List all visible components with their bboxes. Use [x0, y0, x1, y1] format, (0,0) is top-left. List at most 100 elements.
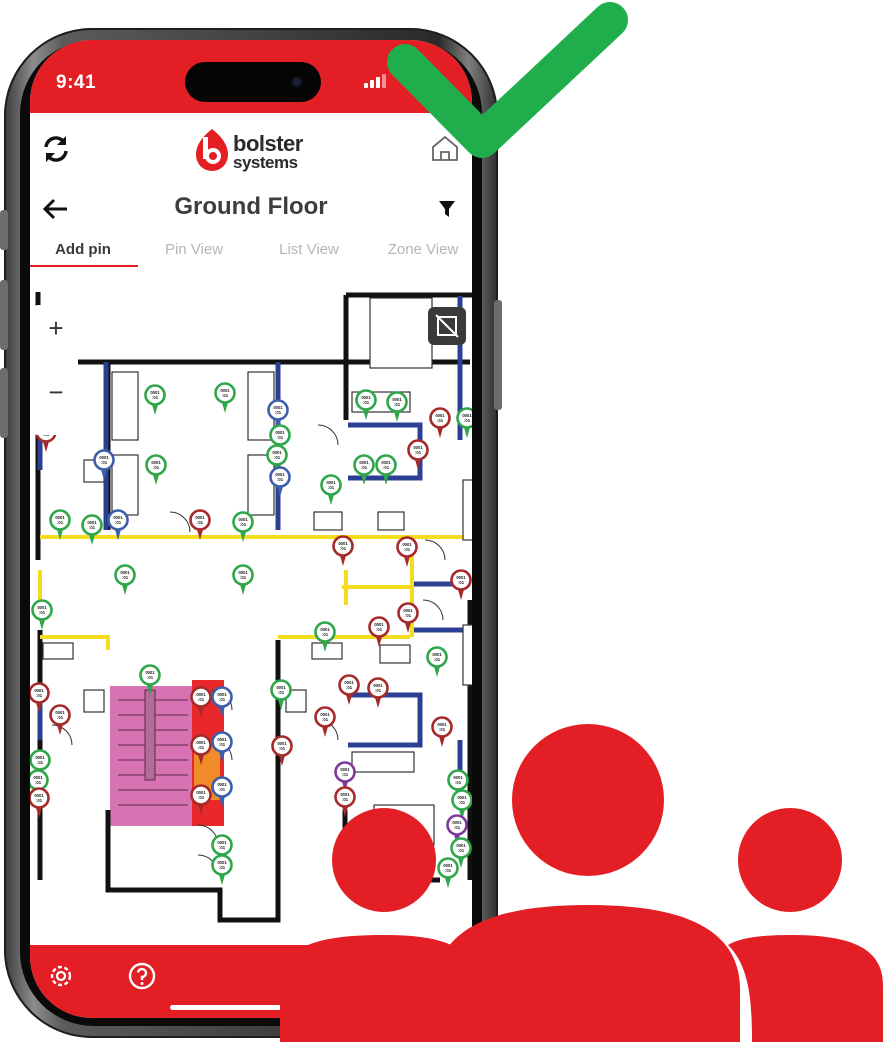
map-pin[interactable]: 0001:01 — [145, 454, 167, 486]
volume-up-button — [0, 280, 8, 350]
map-pin[interactable]: 0001:01 — [450, 569, 472, 601]
app-header: bolster systems — [30, 113, 472, 185]
zoom-out-button[interactable]: − — [48, 377, 64, 407]
sync-icon[interactable] — [40, 133, 72, 165]
tab-list-view[interactable]: List View — [279, 241, 339, 258]
map-pin-label: 0001:01 — [238, 517, 248, 527]
map-pin[interactable]: 0001:01 — [338, 674, 360, 706]
map-pin[interactable]: 0001:01 — [355, 389, 377, 421]
map-pin[interactable]: 0001:01 — [397, 602, 419, 634]
map-pin[interactable]: 0001:01 — [332, 535, 354, 567]
map-pin[interactable]: 0001:01 — [31, 599, 53, 631]
map-pin[interactable]: 0001:01 — [367, 677, 389, 709]
map-pin[interactable]: 0001:01 — [211, 854, 233, 886]
map-pin[interactable]: 0001:01 — [30, 682, 50, 714]
map-pin-label: 0001:01 — [217, 737, 227, 747]
map-pin[interactable]: 0001:01 — [190, 686, 212, 718]
map-pin-label: 0001:01 — [359, 460, 369, 470]
map-pin[interactable]: 0001:01 — [49, 704, 71, 736]
map-pin-label: 0001:01 — [457, 795, 467, 805]
map-pin[interactable]: 0001:01 — [447, 769, 469, 801]
map-pin[interactable]: 0001:01 — [353, 454, 375, 486]
map-pin-label: 0001:01 — [402, 542, 412, 552]
map-pin[interactable]: 0001:01 — [314, 621, 336, 653]
map-pin-label: 0001:01 — [87, 520, 97, 530]
fullscreen-toggle-button[interactable] — [428, 307, 466, 345]
status-time: 9:41 — [56, 72, 97, 93]
map-pin[interactable]: 0001:01 — [456, 407, 473, 439]
map-pin-label: 0001:01 — [217, 782, 227, 792]
filter-icon[interactable] — [438, 199, 456, 219]
bottom-bar — [30, 945, 472, 1018]
map-pin[interactable]: 0001:01 — [49, 509, 71, 541]
map-pin[interactable]: 0001:01 — [386, 391, 408, 423]
map-pin-label: 0001:01 — [217, 860, 227, 870]
map-pin-label: 0001:01 — [381, 460, 391, 470]
map-pin[interactable]: 0001:01 — [267, 399, 289, 431]
map-pin-label: 0001:01 — [145, 670, 155, 680]
map-pin[interactable]: 0001:01 — [429, 407, 451, 439]
map-pin-label: 0001:01 — [99, 455, 109, 465]
mute-switch — [0, 210, 8, 250]
map-pin[interactable]: 0001:01 — [269, 466, 291, 498]
zoom-in-button[interactable]: + — [48, 313, 64, 343]
map-pin-label: 0001:01 — [361, 395, 371, 405]
map-pin[interactable]: 0001:01 — [320, 474, 342, 506]
map-pin[interactable]: 0001:01 — [190, 784, 212, 816]
map-pin[interactable]: 0001:01 — [211, 776, 233, 808]
map-pin[interactable]: 0001:01 — [437, 857, 459, 889]
map-pin[interactable]: 0001:01 — [270, 679, 292, 711]
back-arrow-icon[interactable] — [42, 195, 70, 223]
map-pin[interactable]: 0001:01 — [211, 731, 233, 763]
map-pin-label: 0001:01 — [217, 692, 227, 702]
map-pin[interactable]: 0001:01 — [451, 789, 472, 821]
map-pin-label: 0001:01 — [373, 683, 383, 693]
tab-zone-view[interactable]: Zone View — [387, 241, 459, 258]
map-pin[interactable]: 0001:01 — [368, 616, 390, 648]
gear-icon[interactable] — [46, 961, 76, 991]
map-pin-label: 0001:01 — [392, 397, 402, 407]
map-pin[interactable]: 0001:01 — [211, 686, 233, 718]
map-pin-label: 0001:01 — [37, 605, 47, 615]
map-pin[interactable]: 0001:01 — [375, 454, 397, 486]
map-pin[interactable]: 0001:01 — [232, 511, 254, 543]
map-pin[interactable]: 0001:01 — [30, 787, 50, 819]
map-pin-label: 0001:01 — [437, 722, 447, 732]
map-pin-label: 0001:01 — [453, 775, 463, 785]
power-button — [494, 300, 502, 410]
tab-add-pin[interactable]: Add pin — [55, 241, 111, 258]
camera-icon — [291, 76, 303, 88]
map-pin[interactable]: 0001:01 — [107, 509, 129, 541]
map-pin[interactable]: 0001:01 — [450, 837, 472, 869]
map-pin[interactable]: 0001:01 — [426, 646, 448, 678]
home-icon[interactable] — [430, 133, 460, 163]
map-pin[interactable]: 0001:01 — [334, 761, 356, 793]
title-bar: Ground Floor — [30, 185, 472, 235]
map-pin[interactable]: 0001:01 — [334, 786, 356, 818]
map-pin[interactable]: 0001:01 — [407, 439, 429, 471]
map-pin[interactable]: 0001:01 — [431, 716, 453, 748]
map-pin[interactable]: 0001:01 — [81, 514, 103, 546]
home-indicator — [170, 1005, 330, 1010]
status-bar: 9:41 — [30, 40, 472, 113]
map-pin[interactable]: 0001:01 — [232, 564, 254, 596]
map-pin[interactable]: 0001:01 — [139, 664, 161, 696]
map-pin-label: 0001:01 — [452, 820, 462, 830]
map-pin-label: 0001:01 — [34, 688, 44, 698]
map-pin[interactable]: 0001:01 — [189, 509, 211, 541]
map-pin[interactable]: 0001:01 — [93, 449, 115, 481]
map-pin[interactable]: 0001:01 — [314, 706, 336, 738]
map-pin[interactable]: 0001:01 — [214, 382, 236, 414]
tab-pin-view[interactable]: Pin View — [164, 241, 224, 258]
help-icon[interactable] — [127, 961, 157, 991]
logo-text-bolster: bolster — [233, 131, 303, 156]
map-pin[interactable]: 0001:01 — [190, 734, 212, 766]
map-pin[interactable]: 0001:01 — [144, 384, 166, 416]
map-pin-label: 0001:01 — [120, 570, 130, 580]
map-pin-label: 0001:01 — [320, 712, 330, 722]
map-pin-label: 0001:01 — [35, 755, 45, 765]
map-pin[interactable]: 0001:01 — [396, 536, 418, 568]
map-pin[interactable]: 0001:01 — [271, 735, 293, 767]
map-pin[interactable]: 0001:01 — [114, 564, 136, 596]
